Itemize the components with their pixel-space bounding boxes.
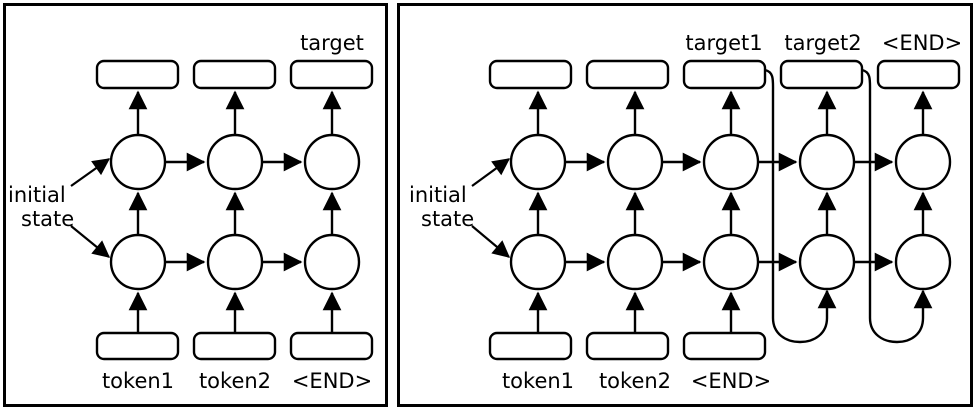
- left-input-box-2: [192, 331, 277, 361]
- left-bottom-cell-3: [303, 233, 361, 291]
- left-top-cell-1: [109, 133, 167, 191]
- right-top-cell-5: [894, 133, 952, 191]
- left-input-label-2: token2: [199, 369, 271, 393]
- left-initial-state-label-line2: state: [21, 207, 74, 231]
- left-output-box-3: [289, 59, 374, 90]
- left-initial-state-arrow-bottom: [70, 225, 111, 258]
- right-initial-state-arrow-bottom: [471, 225, 511, 258]
- right-initial-state-arrow-top: [471, 158, 511, 187]
- right-bottom-cell-4: [798, 233, 856, 291]
- right-bottom-cell-2: [606, 233, 664, 291]
- right-feedback-loop-1: [764, 68, 837, 344]
- right-initial-state-label-line2: state: [421, 207, 474, 231]
- right-input-label-2: token2: [599, 369, 671, 393]
- right-input-box-1: [488, 331, 573, 361]
- left-output-box-1: [95, 59, 180, 90]
- right-initial-state-label-line1: initial: [409, 183, 467, 207]
- right-bottom-cell-1: [509, 233, 567, 291]
- left-initial-state-arrow-top: [70, 158, 111, 187]
- right-top-cell-1: [509, 133, 567, 191]
- right-input-label-3: <END>: [691, 369, 771, 393]
- left-output-label-3: target: [300, 31, 364, 55]
- right-top-cell-4: [798, 133, 856, 191]
- right-output-box-2: [585, 59, 670, 90]
- left-input-label-3: <END>: [292, 369, 372, 393]
- right-top-cell-2: [606, 133, 664, 191]
- right-output-label-4: target2: [784, 31, 861, 55]
- left-top-cell-3: [303, 133, 361, 191]
- right-output-box-1: [488, 59, 573, 90]
- left-input-box-1: [95, 331, 180, 361]
- right-output-box-4: [779, 59, 864, 90]
- right-top-cell-3: [702, 133, 760, 191]
- right-input-box-2: [585, 331, 670, 361]
- left-output-box-2: [192, 59, 277, 90]
- right-output-label-3: target1: [685, 31, 762, 55]
- left-input-label-1: token1: [102, 369, 174, 393]
- right-output-box-5: [876, 59, 961, 90]
- left-bottom-cell-2: [206, 233, 264, 291]
- right-input-label-1: token1: [502, 369, 574, 393]
- left-initial-state-label-line1: initial: [8, 183, 66, 207]
- left-top-cell-2: [206, 133, 264, 191]
- right-input-box-3: [682, 331, 767, 361]
- right-output-box-3: [682, 59, 767, 90]
- left-bottom-cell-1: [109, 233, 167, 291]
- right-bottom-cell-5: [894, 233, 952, 291]
- right-feedback-loop-2: [861, 68, 933, 344]
- right-bottom-cell-3: [702, 233, 760, 291]
- left-input-box-3: [289, 331, 374, 361]
- right-output-label-5: <END>: [882, 31, 962, 55]
